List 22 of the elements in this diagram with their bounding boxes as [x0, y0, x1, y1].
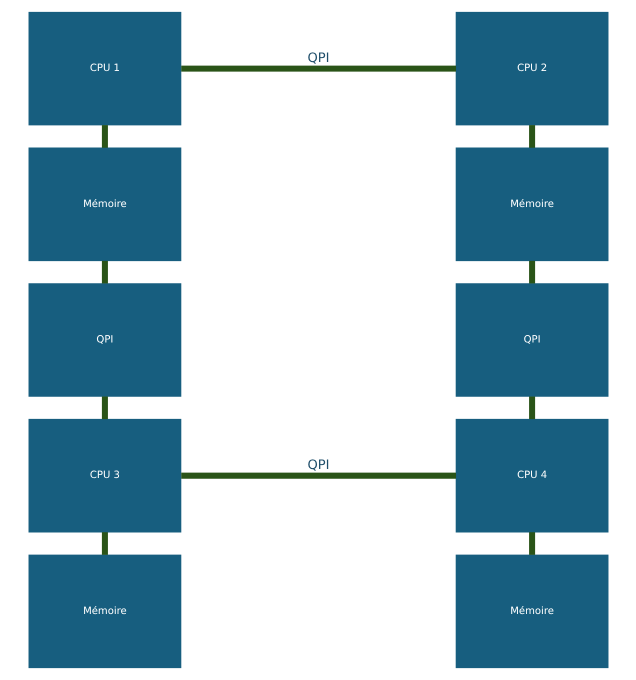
node-box: Mémoire [455, 554, 608, 668]
edge-label: QPI [307, 458, 329, 474]
node-box: Mémoire [28, 148, 181, 262]
connector [180, 66, 456, 72]
node-box: CPU 3 [28, 418, 181, 532]
node-box: Mémoire [455, 148, 608, 262]
connector [528, 396, 535, 420]
node-box: CPU 4 [455, 418, 608, 532]
connector [528, 125, 535, 148]
node-box: CPU 2 [455, 12, 608, 126]
node-box: QPI [28, 283, 181, 397]
connector [101, 396, 108, 420]
connector [180, 472, 456, 479]
connector [528, 532, 535, 555]
connector [101, 260, 108, 284]
node-box: CPU 1 [28, 12, 181, 126]
connector [528, 260, 535, 284]
node-box: Mémoire [28, 554, 181, 668]
connector [101, 532, 108, 555]
edge-label: QPI [307, 50, 329, 66]
connector [101, 125, 108, 148]
node-box: QPI [455, 283, 608, 397]
